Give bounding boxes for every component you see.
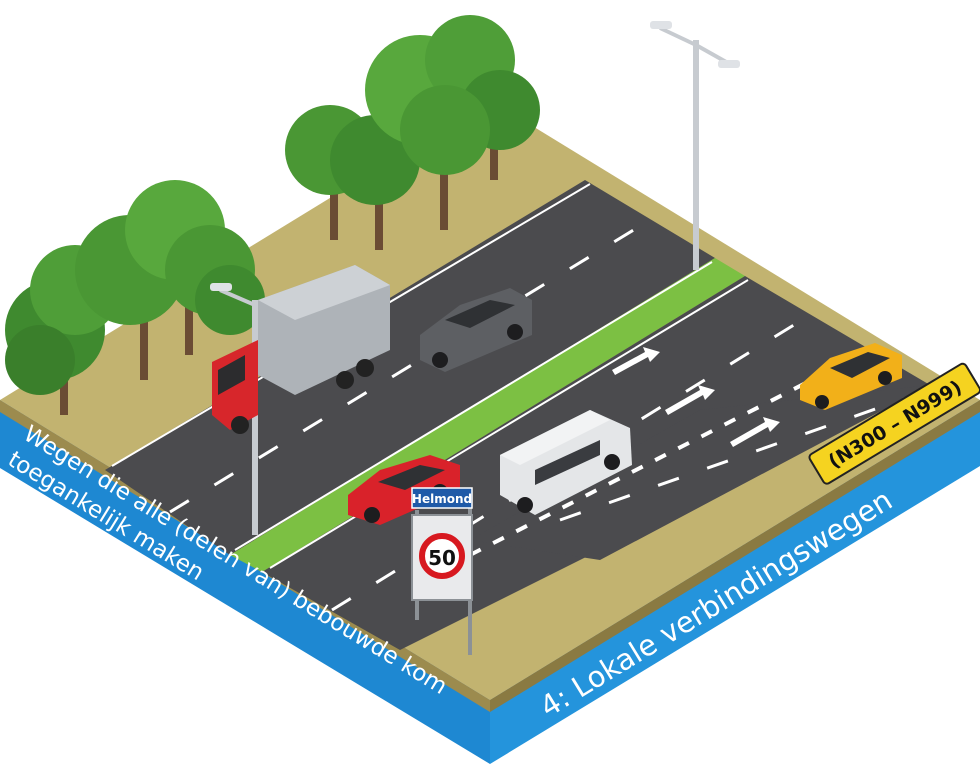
right-side-face (490, 400, 980, 764)
street-light-right (650, 21, 740, 270)
trees (5, 15, 540, 415)
place-name-text: Helmond (412, 492, 472, 506)
car-yellow (800, 343, 902, 410)
speed-limit-sign (419, 533, 465, 579)
suv-grey (420, 288, 532, 372)
lane-arrows (612, 347, 780, 447)
near-lane-dashes-3 (559, 386, 936, 522)
van-white (500, 410, 632, 515)
helmond-sign-post: 50 Helmond (411, 487, 473, 655)
lane-arrow-3 (730, 417, 780, 447)
far-center-dashes (169, 218, 651, 514)
place-name-sign (411, 487, 473, 509)
lane-arrow-1 (612, 347, 660, 375)
soil-edge-right (490, 400, 980, 712)
tree-canopy-group-left (5, 180, 265, 395)
tree-canopy-group-right (285, 15, 540, 205)
vehicles (212, 265, 902, 525)
left-side-face (0, 400, 490, 764)
far-inner-edge-line (234, 261, 713, 551)
speed-limit-value: 50 (428, 546, 456, 570)
truck (212, 265, 390, 434)
near-inner-edge-line (269, 279, 749, 569)
lane-arrow-2 (665, 385, 715, 415)
